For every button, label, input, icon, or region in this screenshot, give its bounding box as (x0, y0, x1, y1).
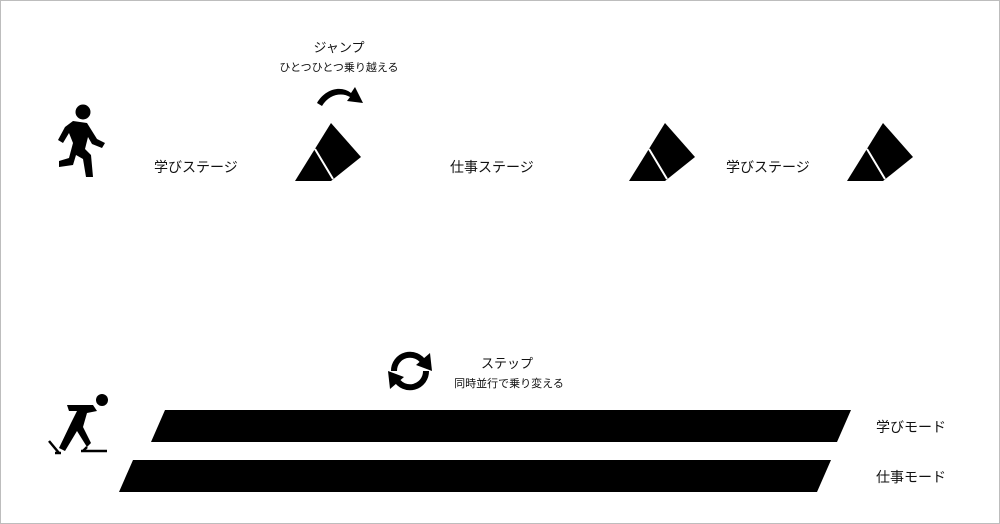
step-subtitle: 同時並行で乗り変える (454, 377, 564, 390)
stage-label-work: 仕事ステージ (450, 160, 534, 176)
hurdle-block-icon (629, 123, 695, 181)
jump-subtitle: ひとつひとつ乗り越える (279, 61, 399, 74)
running-person-icon (58, 104, 105, 177)
jump-title: ジャンプ (313, 41, 365, 56)
skating-person-icon (48, 394, 108, 455)
curved-arrow-icon (317, 87, 363, 106)
stage-label-learning-2: 学びステージ (726, 160, 810, 176)
hurdle-block-icon (847, 123, 913, 181)
step-title: ステップ (480, 357, 533, 372)
learning-mode-lane (151, 410, 851, 442)
mode-label-work: 仕事モード (876, 470, 946, 486)
hurdle-block-icon (295, 123, 361, 181)
stage-label-learning-1: 学びステージ (154, 160, 238, 176)
work-mode-lane (119, 460, 831, 492)
refresh-cycle-icon (388, 351, 432, 391)
mode-label-learning: 学びモード (876, 420, 946, 436)
